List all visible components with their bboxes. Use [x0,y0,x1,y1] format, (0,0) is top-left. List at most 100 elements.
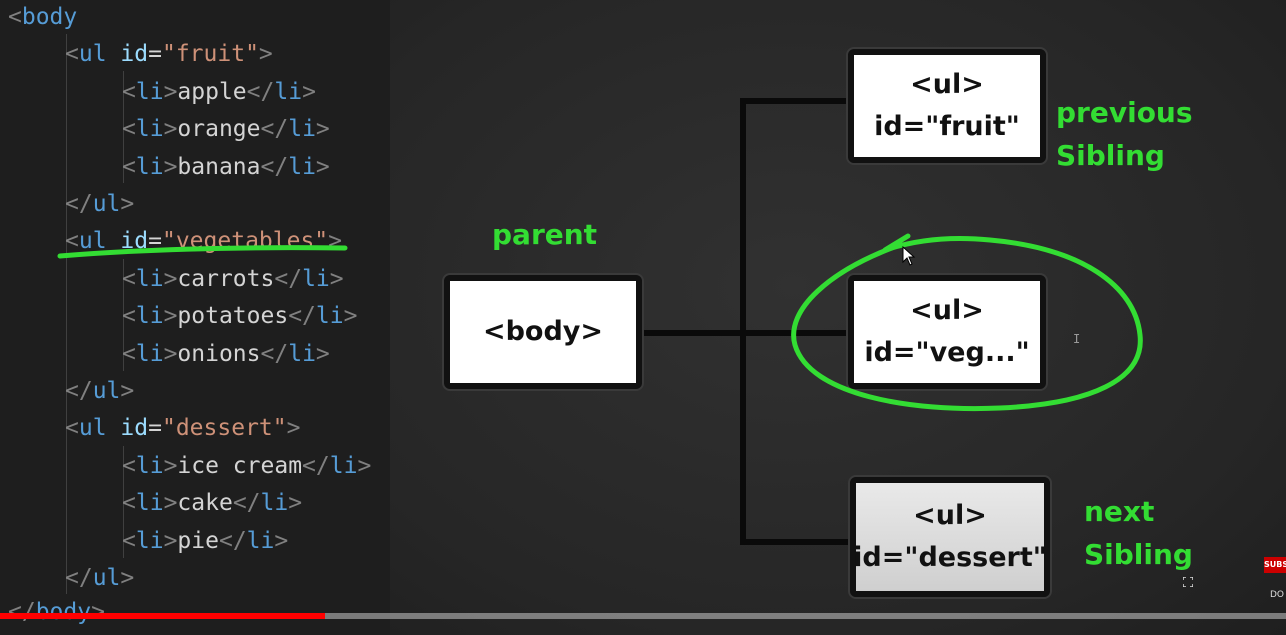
code-token: > [163,490,178,517]
code-token: < [122,303,136,330]
subscribe-badge[interactable]: SUBS [1264,557,1286,573]
code-token: </ [288,303,316,330]
code-token: potatoes [177,303,289,330]
code-token: </ [274,265,303,292]
code-line: <li>banana</li> [122,150,330,184]
code-line: <li>potatoes</li> [122,299,357,333]
code-token: ice cream [177,452,303,479]
code-token: < [122,153,136,180]
code-token: </ [218,527,247,554]
code-token: ul [78,415,107,442]
code-token: = [148,41,162,68]
code-token: id [120,41,149,68]
next-sibling-line2: Sibling [1084,538,1193,571]
code-token: > [120,378,135,404]
next-sibling-label: next Sibling [1084,490,1193,576]
code-token: > [357,452,372,479]
code-token: ul [92,565,121,591]
code-token: li [302,265,330,292]
corner-watermark-text: DO [1269,590,1284,600]
code-token: > [258,41,273,68]
code-line: <ul id="fruit"> [65,37,273,71]
code-token: li [135,116,164,143]
code-token: apple [177,78,247,105]
code-token: ul [78,41,107,68]
code-line: <li>carrots</li> [122,262,344,296]
code-token: > [163,452,178,479]
dessert-node-line2: id="dessert" [853,542,1047,573]
code-token: > [315,340,330,367]
mouse-pointer-icon [902,246,916,266]
code-token: pie [177,527,219,554]
code-token: body [36,599,91,625]
code-token: "dessert" [161,415,287,442]
connector-line-vertical [740,98,746,545]
code-token: "fruit" [161,41,259,68]
code-token: ul [92,191,121,217]
code-line: </ul> [65,374,134,408]
code-token: li [274,78,303,105]
code-line: <li>cake</li> [122,486,302,520]
code-line: <li>onions</li> [122,337,330,371]
vegetables-node-line2: id="veg..." [864,337,1030,368]
fruit-node-line2: id="fruit" [874,111,1020,142]
code-token: > [163,116,178,143]
code-token [107,415,121,441]
fruit-node-box: <ul> id="fruit" [848,49,1046,163]
code-token: </ [246,78,275,105]
code-token: > [315,153,330,180]
code-token: li [135,452,164,479]
code-token: > [163,78,178,105]
code-token: </ [65,565,93,591]
code-token: > [302,78,316,105]
code-token: li [135,78,164,105]
code-token: </ [65,378,93,404]
code-token: </ [260,153,289,180]
code-token: </ [65,191,93,217]
code-token: li [135,527,164,554]
code-token: </ [8,599,36,625]
code-token: id [120,415,149,442]
green-underline-annotation [57,245,348,259]
fruit-node-line1: <ul> [910,69,984,100]
code-token: > [163,527,178,554]
code-token: < [65,415,79,442]
body-node-text: <body> [482,316,604,347]
code-token: li [135,153,164,180]
code-line: <li>apple</li> [122,75,316,109]
code-token: </ [260,340,289,367]
code-token: onions [177,340,261,367]
code-token: li [135,490,164,517]
code-token: < [122,116,136,143]
code-token: < [8,4,22,30]
code-token: li [315,303,344,330]
previous-sibling-line2: Sibling [1056,139,1165,172]
vegetables-node-line1: <ul> [910,295,984,326]
parent-label: parent [492,218,598,251]
code-token: > [288,490,303,517]
code-token: > [315,116,330,143]
code-line: <ul id="dessert"> [65,411,300,445]
video-progress-bar[interactable] [0,613,1286,619]
code-token: < [65,41,79,68]
code-token: orange [177,116,261,143]
code-line: </ul> [65,187,134,221]
code-token: > [343,303,358,330]
code-token: banana [177,153,261,180]
code-token: < [122,490,136,517]
code-token: </ [260,116,289,143]
code-token: </ [302,452,330,479]
code-token: </ [232,490,261,517]
dom-tree-diagram: parent <body> <ul> id="fruit" <ul> id="v… [390,0,1286,635]
code-token: > [163,303,178,330]
code-token: li [135,340,164,367]
code-token: li [288,153,316,180]
code-token: ul [92,378,121,404]
indent-guide [66,34,67,594]
previous-sibling-label: previous Sibling [1056,91,1193,177]
code-line: <li>orange</li> [122,112,330,146]
code-token: body [21,4,78,30]
fullscreen-icon[interactable] [1183,577,1193,587]
video-progress-fill [0,613,326,619]
code-token: li [135,303,164,330]
